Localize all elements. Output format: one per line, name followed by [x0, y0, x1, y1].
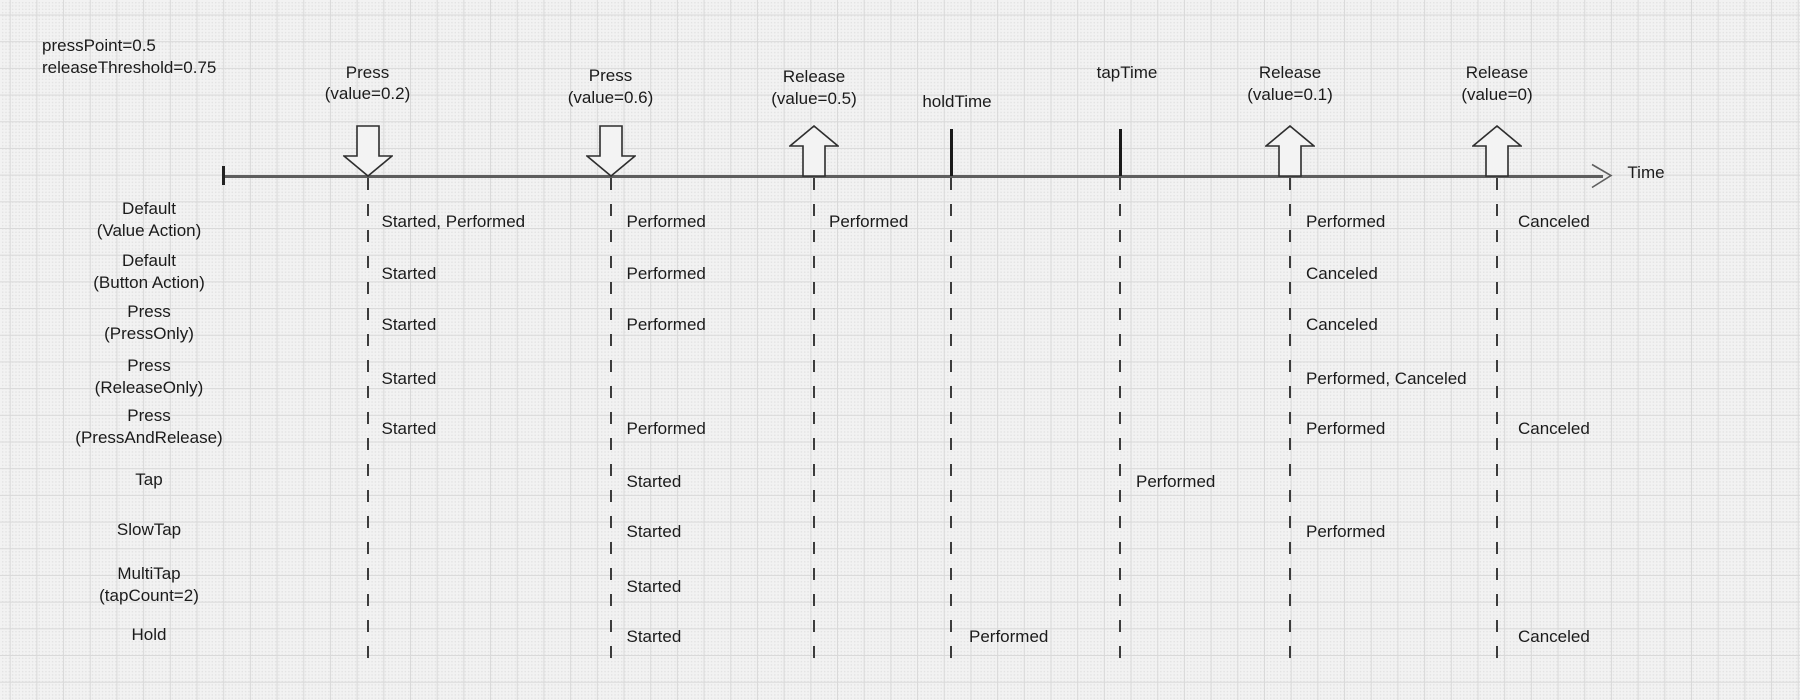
time-axis-arrowhead-icon [1590, 163, 1614, 194]
row-label-line: (PressAndRelease) [75, 428, 223, 447]
release-0-arrow-up-icon [1472, 125, 1522, 177]
event-label-tap-time: tapTime [1097, 62, 1158, 84]
hold-time-tick-marker [949, 129, 953, 176]
row-label-line: MultiTap [117, 564, 181, 583]
phase-cell: Canceled [1306, 315, 1378, 334]
phase-cell: Started [626, 472, 682, 491]
row-label: Hold [132, 624, 167, 646]
phase-cell: Started [626, 627, 682, 646]
event-label-press-0-2: Press (value=0.2) [325, 62, 411, 105]
phase-cell: Canceled [1306, 264, 1378, 283]
event-label-line: Release [782, 67, 846, 86]
phase-cell: Canceled [1518, 627, 1590, 646]
event-label-hold-time: holdTime [922, 91, 991, 113]
phase-cell: Performed [1306, 212, 1386, 231]
event-label-release-0-5: Release (value=0.5) [771, 66, 857, 109]
press-0-6-guide-line [609, 178, 612, 666]
phase-cell: Canceled [1518, 419, 1590, 438]
time-axis-label: Time [1627, 162, 1665, 182]
press-0-2-arrow-down-icon [342, 125, 393, 177]
phase-cell: Performed [626, 315, 706, 334]
row-label-line: Press [127, 302, 171, 321]
row-label: Tap [135, 469, 162, 491]
press-0-2-guide-line [366, 178, 369, 666]
row-label-line: (Value Action) [96, 221, 202, 240]
release-0-1-guide-line [1289, 178, 1291, 666]
press-0-6-arrow-down-icon [585, 125, 636, 177]
row-label-line: Press [127, 356, 171, 375]
phase-cell: Performed, Canceled [1306, 369, 1467, 388]
phase-cell: Performed [969, 627, 1049, 646]
event-label-line: (value=0) [1461, 84, 1533, 104]
parameters-annotation: pressPoint=0.5 releaseThreshold=0.75 [42, 35, 216, 78]
press-point-text: pressPoint=0.5 [42, 36, 156, 55]
tap-time-guide-line [1119, 178, 1121, 666]
event-label-line: Press [588, 66, 633, 85]
row-label: Default (Value Action) [97, 198, 202, 242]
event-label-release-0-1: Release (value=0.1) [1247, 62, 1333, 105]
phase-cell: Performed [829, 212, 909, 231]
phase-cell: Started, Performed [381, 212, 526, 231]
event-label-line: Press [345, 62, 390, 82]
event-label-release-0: Release (value=0) [1461, 62, 1532, 105]
row-label-line: (tapCount=2) [99, 586, 199, 605]
tap-time-tick-marker [1118, 129, 1122, 176]
event-label-line: (value=0.2) [324, 84, 411, 103]
phase-cell: Started [381, 419, 437, 438]
release-0-5-guide-line [813, 178, 815, 666]
row-label-line: Tap [135, 470, 163, 489]
row-label-line: Default [122, 251, 176, 270]
row-label-line: Press [127, 406, 171, 425]
phase-cell: Performed [626, 212, 706, 231]
phase-cell: Performed [626, 419, 706, 438]
release-0-guide-line [1496, 178, 1498, 666]
time-axis-line [223, 174, 1603, 178]
event-label-line: (value=0.1) [1247, 84, 1333, 104]
row-label: SlowTap [117, 519, 181, 541]
phase-cell: Performed [1306, 522, 1386, 541]
row-label-line: Hold [131, 625, 167, 644]
release-0-5-arrow-up-icon [789, 125, 839, 177]
event-label-line: (value=0.6) [567, 87, 654, 107]
phase-cell: Performed [626, 264, 706, 283]
row-label-line: (ReleaseOnly) [94, 378, 204, 397]
event-label-line: tapTime [1096, 62, 1158, 82]
phase-cell: Started [626, 522, 682, 541]
phase-cell: Performed [1136, 472, 1216, 491]
event-label-press-0-6: Press (value=0.6) [568, 65, 654, 108]
row-label-line: SlowTap [116, 520, 182, 539]
time-axis-start-tick [222, 166, 225, 185]
event-label-line: Release [1465, 63, 1529, 82]
row-label-line: (PressOnly) [104, 324, 194, 343]
release-threshold-text: releaseThreshold=0.75 [42, 57, 217, 77]
row-label: Press (ReleaseOnly) [95, 355, 204, 399]
release-0-1-arrow-up-icon [1265, 125, 1315, 177]
phase-cell: Canceled [1518, 212, 1590, 231]
row-label: MultiTap (tapCount=2) [99, 563, 199, 607]
event-label-line: Release [1258, 63, 1322, 82]
row-label-line: (Button Action) [93, 273, 205, 292]
phase-cell: Started [381, 369, 437, 388]
phase-cell: Performed [1306, 419, 1386, 438]
event-label-line: (value=0.5) [771, 88, 857, 108]
row-label: Default (Button Action) [93, 250, 205, 294]
row-label: Press (PressAndRelease) [75, 405, 222, 449]
phase-cell: Started [381, 315, 437, 334]
phase-cell: Started [381, 264, 437, 283]
row-label: Press (PressOnly) [104, 301, 194, 345]
phase-cell: Started [626, 577, 682, 596]
hold-time-guide-line [950, 178, 952, 666]
event-label-line: holdTime [922, 91, 992, 111]
row-label-line: Default [122, 199, 176, 218]
